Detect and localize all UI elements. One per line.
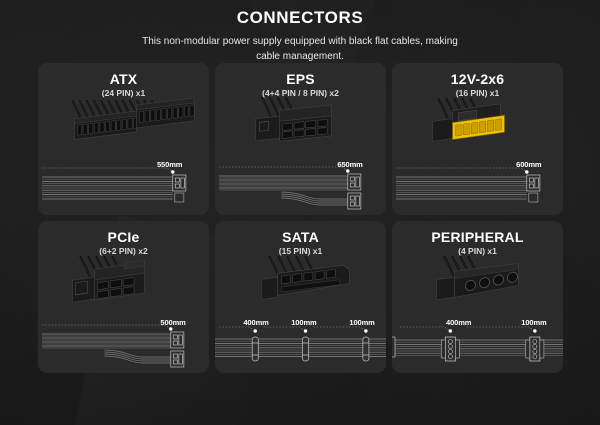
molex-4pin-connector-icon (392, 255, 563, 317)
connector-card-subtitle: (4+4 PIN / 8 PIN) x2 (262, 88, 339, 98)
connector-card-pcie[interactable]: PCIe(6+2 PIN) x2 (38, 221, 209, 373)
measurement-label: 650mm (337, 160, 363, 169)
connector-card-title: PCIe (107, 229, 140, 245)
connector-card-subtitle: (6+2 PIN) x2 (99, 246, 148, 256)
measurement-label: 100mm (521, 318, 547, 327)
atx-24pin-connector-icon (38, 97, 209, 159)
measurement-label: 400mm (446, 318, 472, 327)
connector-card-subtitle: (16 PIN) x1 (455, 88, 500, 98)
12v-2x6-connector-icon (392, 97, 563, 159)
page-description: This non-modular power supply equipped w… (142, 36, 458, 62)
connector-card-title: EPS (286, 71, 315, 87)
connector-card-title: 12V-2x6 (450, 71, 505, 87)
connector-card-eps[interactable]: EPS(4+4 PIN / 8 PIN) x2 (215, 63, 386, 215)
connector-card-title: ATX (109, 71, 138, 87)
connector-card-12v-2x6[interactable]: 12V-2x6(16 PIN) x1 600mm (392, 63, 563, 215)
sata-15pin-connector-icon (215, 255, 386, 317)
connector-card-atx[interactable]: ATX(24 PIN) x1 550mm (38, 63, 209, 215)
cable-diagram (38, 313, 209, 373)
page-title: CONNECTORS (236, 8, 364, 27)
measurement-label: 600mm (516, 160, 542, 169)
measurement-label: 400mm (243, 318, 269, 327)
connector-card-subtitle: (15 PIN) x1 (278, 246, 323, 256)
eps-8pin-connector-icon (215, 97, 386, 159)
page-header: CONNECTORS This non-modular power supply… (0, 8, 600, 64)
pcie-6plus2pin-connector-icon (38, 255, 209, 317)
cable-diagram (215, 313, 386, 373)
cable-diagram (38, 155, 209, 215)
cable-diagram (392, 155, 563, 215)
measurement-label: 100mm (349, 318, 375, 327)
connector-card-title: PERIPHERAL (431, 229, 524, 245)
connector-card-sata[interactable]: SATA(15 PIN) x1 (215, 221, 386, 373)
measurement-label: 100mm (291, 318, 317, 327)
cable-diagram (215, 155, 386, 215)
measurement-label: 550mm (156, 160, 183, 169)
connector-card-subtitle: (4 PIN) x1 (458, 246, 497, 256)
connector-card-subtitle: (24 PIN) x1 (101, 88, 146, 98)
cable-diagram (392, 313, 563, 373)
connector-card-title: SATA (282, 229, 319, 245)
connector-card-peripheral[interactable]: PERIPHERAL(4 PIN) x1 (392, 221, 563, 373)
measurement-label: 500mm (160, 318, 186, 327)
